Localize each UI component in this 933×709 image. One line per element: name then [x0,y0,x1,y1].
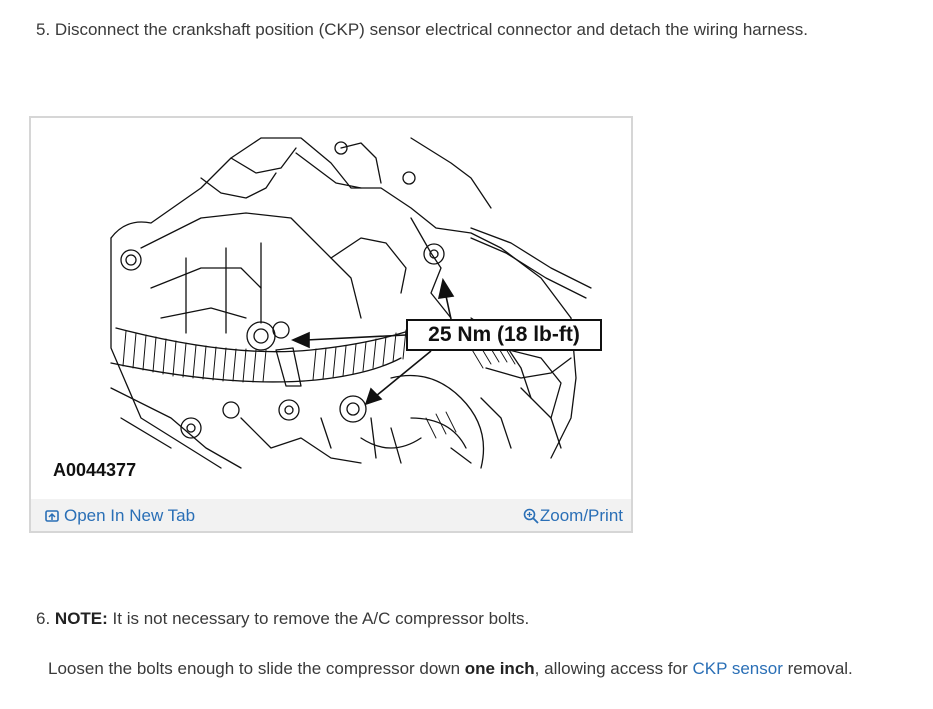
ckp-sensor-link[interactable]: CKP sensor [692,659,783,678]
note-text: It is not necessary to remove the A/C co… [112,609,530,628]
open-in-new-tab-label: Open In New Tab [64,506,196,525]
step-6: 6. NOTE: It is not necessary to remove t… [36,608,529,630]
open-tab-icon [45,510,59,522]
open-in-new-tab-link[interactable]: Open In New Tab [45,506,195,526]
step-6-number: 6. [36,609,51,628]
figure-id: A0044377 [53,460,137,480]
zoom-print-label: Zoom/Print [539,506,623,525]
figure-card: A0044377 25 Nm (18 lb-ft) Open In New Ta… [29,116,633,533]
detail-text-after: removal. [782,659,853,678]
step-5-number: 5. [36,20,51,39]
zoom-print-link[interactable]: Zoom/Print [523,506,623,526]
figure-footer: Open In New Tab Zoom/Print [31,499,631,531]
step-6-detail: Loosen the bolts enough to slide the com… [48,658,853,680]
torque-callout: 25 Nm (18 lb-ft) [406,319,602,351]
detail-text-before: Loosen the bolts enough to slide the com… [48,659,465,678]
note-label: NOTE: [54,609,108,628]
detail-bold: one inch [464,659,535,678]
zoom-icon [523,508,539,524]
engine-diagram-illustration [110,137,592,469]
step-5: 5. Disconnect the crankshaft position (C… [36,19,808,41]
detail-text-middle: , allowing access for [534,659,693,678]
step-5-text: Disconnect the crankshaft position (CKP)… [54,20,809,39]
